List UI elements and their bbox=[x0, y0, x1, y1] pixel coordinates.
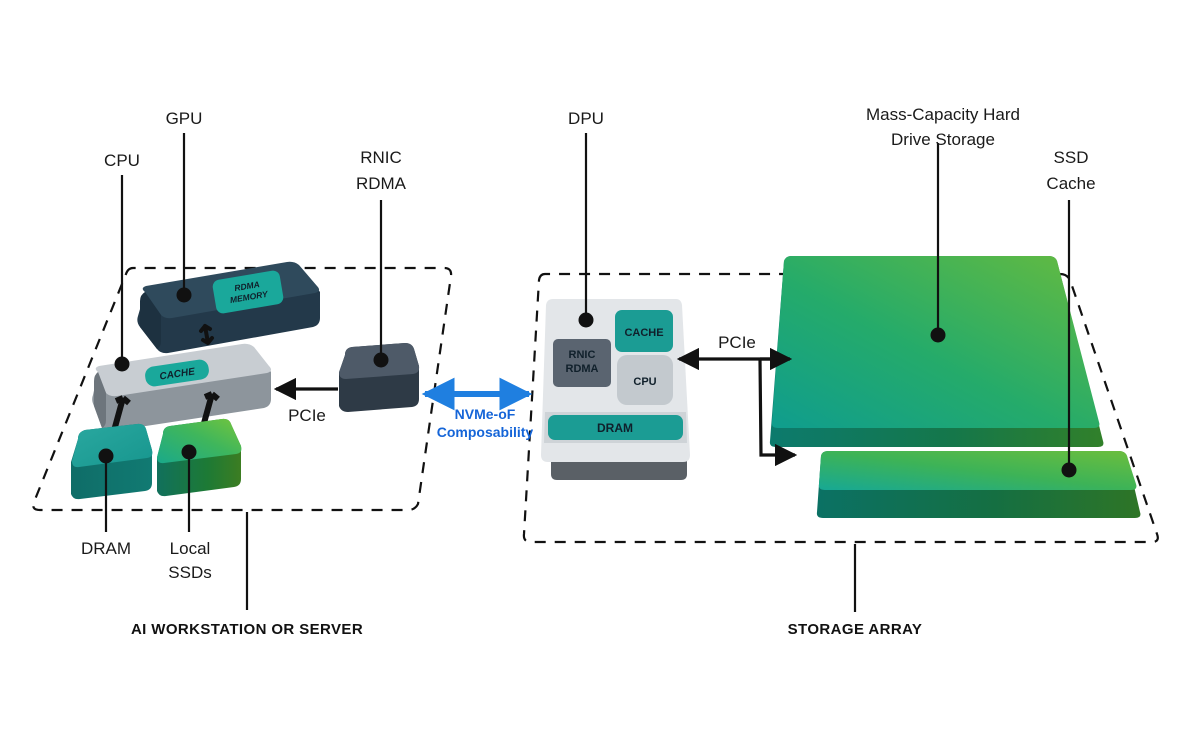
cpu-dot bbox=[114, 356, 130, 372]
label-dpu: DPU bbox=[568, 109, 604, 128]
label-cpu: CPU bbox=[104, 151, 140, 170]
dpu-block: DRAM CACHE RNIC RDMA CPU bbox=[541, 299, 690, 480]
rdma-memory-chip-label-1: RDMA bbox=[234, 279, 261, 293]
caption-ai-workstation: AI WORKSTATION OR SERVER bbox=[131, 621, 363, 638]
label-pcie-left: PCIe bbox=[288, 406, 326, 425]
mass-capacity-storage-slab bbox=[769, 256, 1104, 447]
label-ssd-cache-1: SSD bbox=[1054, 148, 1089, 167]
group-boundary-ai-workstation bbox=[32, 266, 453, 512]
dpu-cache-chip-label: CACHE bbox=[624, 327, 663, 339]
dram-dot bbox=[98, 448, 114, 464]
gpu-dot bbox=[176, 287, 192, 303]
label-nvmeof-2: Composability bbox=[437, 424, 534, 440]
label-local-ssds-1: Local bbox=[170, 539, 211, 558]
ssd-cache-slab bbox=[816, 451, 1141, 518]
label-dram: DRAM bbox=[81, 539, 131, 558]
cpu-block: CACHE bbox=[92, 343, 272, 441]
dpu-rnic-chip-label-2: RDMA bbox=[566, 363, 599, 375]
label-gpu: GPU bbox=[166, 109, 203, 128]
dpu-cpu-chip-label: CPU bbox=[633, 376, 656, 388]
label-mass-capacity-2: Drive Storage bbox=[891, 130, 995, 149]
pcie-right-connector bbox=[676, 347, 798, 467]
dpu-dot bbox=[578, 312, 594, 328]
leader-lines bbox=[104, 133, 1071, 612]
cache-chip-label: CACHE bbox=[159, 366, 196, 382]
rnic-dot bbox=[373, 352, 389, 368]
local-ssds-block bbox=[157, 418, 242, 497]
label-rnic-rdma-1: RNIC bbox=[360, 148, 402, 167]
dpu-dram-chip-label: DRAM bbox=[597, 421, 633, 435]
local-ssds-dot bbox=[181, 444, 197, 460]
dpu-rnic-chip-label-1: RNIC bbox=[569, 349, 596, 361]
group-boundary-storage-array bbox=[522, 272, 1159, 544]
caption-storage-array: STORAGE ARRAY bbox=[788, 621, 923, 638]
mass-capacity-dot bbox=[930, 327, 946, 343]
label-mass-capacity-1: Mass-Capacity Hard bbox=[866, 105, 1020, 124]
gpu-block: RDMA MEMORY bbox=[137, 261, 320, 354]
ssd-cache-dot bbox=[1061, 462, 1077, 478]
label-rnic-rdma-2: RDMA bbox=[356, 174, 407, 193]
leader-dots bbox=[98, 287, 1077, 478]
dram-block bbox=[71, 423, 153, 500]
label-pcie-right: PCIe bbox=[718, 333, 756, 352]
label-nvmeof-1: NVMe-oF bbox=[455, 406, 516, 422]
label-ssd-cache-2: Cache bbox=[1046, 174, 1095, 193]
label-local-ssds-2: SSDs bbox=[168, 563, 211, 582]
rnic-rdma-block bbox=[339, 343, 420, 412]
